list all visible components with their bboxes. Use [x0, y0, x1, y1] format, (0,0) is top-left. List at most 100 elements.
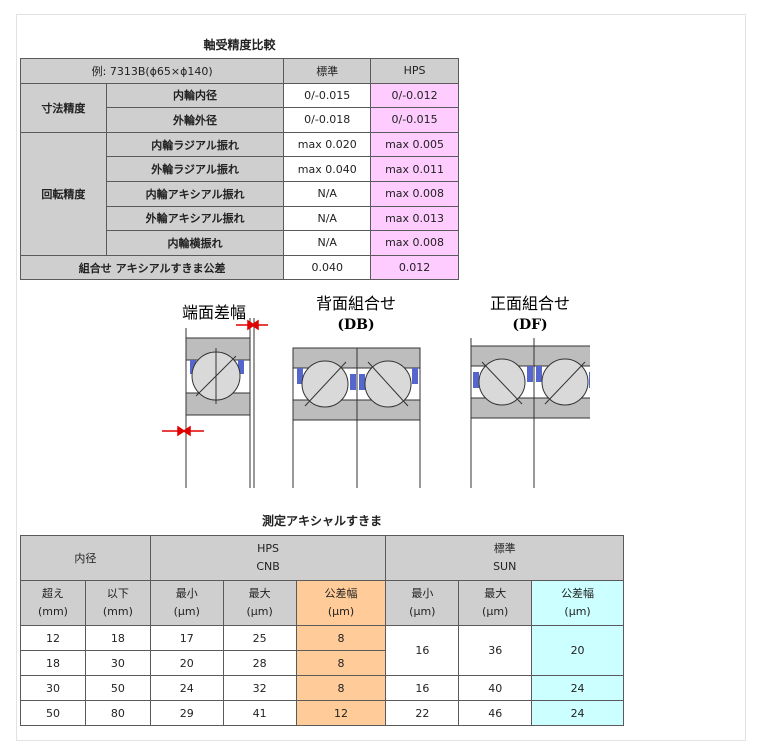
header-example: 例: 7313B(ϕ65×ϕ140)	[19, 58, 285, 84]
subheader-hps-tol: 公差幅 (μm)	[295, 580, 387, 626]
subheader-upto-label: 以下	[106, 587, 129, 600]
cell-std-min: 22	[385, 700, 460, 726]
unit-label: (μm)	[327, 605, 355, 618]
cell-std-min: 16	[385, 625, 460, 676]
std-value: 0/-0.018	[283, 107, 372, 133]
subheader-hps-min: 最小 (μm)	[149, 580, 224, 626]
subheader-tol-label: 公差幅	[324, 587, 358, 600]
table-row: 組合せ アキシアルすきま公差 0.040 0.012	[19, 254, 459, 281]
table-row: 内輪アキシアル振れ N/A max 0.008	[21, 180, 459, 207]
cell-hps-min: 24	[149, 675, 224, 701]
std-value: max 0.020	[283, 131, 372, 158]
cell-over: 18	[20, 650, 86, 676]
cell-over: 50	[20, 700, 86, 726]
header-standard: 標準	[283, 58, 372, 84]
unit-label: (μm)	[246, 605, 273, 618]
df-bearing-pair	[470, 338, 590, 488]
cell-upto: 18	[84, 625, 151, 651]
cell-hps-min: 20	[149, 650, 224, 676]
hps-value: 0/-0.012	[370, 82, 459, 109]
std-value: max 0.040	[283, 156, 372, 182]
header-hps: HPS CNB	[149, 535, 387, 581]
cell-hps-max: 32	[222, 675, 297, 701]
header-hps-label: HPS	[257, 542, 280, 555]
header-standard-sub: SUN	[493, 560, 517, 573]
cell-over: 12	[20, 625, 86, 651]
cell-upto: 80	[84, 700, 151, 726]
group-rotation: 回転精度	[20, 131, 107, 256]
std-value: N/A	[283, 230, 372, 256]
row-label: 外輪ラジアル振れ	[105, 156, 285, 182]
std-value: 0.040	[283, 254, 372, 281]
table-row: 30 50 24 32 8 16 40 24	[20, 675, 624, 701]
cell-hps-min: 29	[149, 700, 224, 726]
cell-hps-max: 25	[222, 625, 297, 651]
cell-hps-tol: 8	[295, 625, 387, 651]
hps-value: max 0.008	[370, 230, 459, 256]
std-value: 0/-0.015	[283, 82, 372, 109]
table-header-row: 内径 HPS CNB 標準 SUN	[20, 535, 624, 581]
subheader-min-label: 最小	[411, 587, 434, 600]
hps-value: 0/-0.015	[370, 107, 459, 133]
table-row: 外輪ラジアル振れ max 0.040 max 0.011	[21, 156, 459, 182]
unit-label: (μm)	[564, 605, 591, 618]
table-row: 回転精度 内輪ラジアル振れ max 0.020 max 0.005	[20, 131, 459, 256]
cell-hps-max: 28	[222, 650, 297, 676]
std-value: N/A	[283, 180, 372, 207]
subheader-over-label: 超え	[41, 587, 64, 600]
label-face-width-diff: 端面差幅	[182, 303, 246, 322]
hps-value: max 0.013	[370, 205, 459, 232]
header-hps: HPS	[370, 58, 459, 84]
cell-upto: 50	[84, 675, 151, 701]
row-label: 内輪アキシアル振れ	[105, 180, 285, 207]
label-db: (DB)	[337, 317, 374, 333]
cell-upto: 30	[84, 650, 151, 676]
hps-value: max 0.005	[370, 131, 459, 158]
header-standard: 標準 SUN	[385, 535, 624, 581]
cell-std-tol: 20	[531, 625, 624, 676]
subheader-std-min: 最小 (μm)	[385, 580, 460, 626]
cell-hps-min: 17	[149, 625, 224, 651]
row-label: 内輪横振れ	[105, 230, 285, 256]
bearing-diagram: 端面差幅 背面組合せ (DB) 正面組合せ (DF)	[162, 294, 590, 488]
label-back-to-back: 背面組合せ	[316, 294, 396, 313]
table1-title: 軸受精度比較	[203, 38, 276, 52]
subheader-hps-max: 最大(μm)	[222, 580, 297, 626]
table-subheader-row: 超え (mm) 以下 (mm) 最小 (μm) 最大 (μm) 公差幅 (μm) 最小 (μ…	[20, 580, 624, 626]
subheader-tol-label: 公差幅	[561, 587, 595, 600]
unit-label: (mm)	[37, 605, 68, 618]
cell-std-tol: 24	[531, 700, 624, 726]
cell-std-max: 36	[458, 625, 533, 676]
table2-title: 測定アキシャルすきま	[261, 514, 382, 528]
table-row: 外輪アキシアル振れ N/A max 0.013	[21, 205, 459, 232]
unit-label: (mm)	[102, 605, 133, 618]
unit-label: (μm)	[482, 605, 509, 618]
axial-clearance-table: 内径 HPS CNB 標準 SUN 超え (mm) 以下 (mm) 最小 (μm) 最…	[20, 535, 624, 726]
table-row: 50 80 29 41 12 22 46 24	[20, 700, 624, 726]
subheader-std-max: 最大 (μm)	[458, 580, 533, 626]
cell-std-tol: 24	[531, 675, 624, 701]
header-hps-sub: CNB	[256, 560, 280, 573]
header-bore: 内径	[20, 535, 151, 581]
single-bearing-drawing	[185, 318, 255, 488]
cell-std-max: 40	[458, 675, 533, 701]
row-label: 内輪内径	[105, 82, 285, 109]
cell-hps-tol: 12	[295, 700, 387, 726]
hps-value: max 0.008	[370, 180, 459, 207]
unit-label: (μm)	[173, 605, 200, 618]
std-value: N/A	[283, 205, 372, 232]
table-row: 寸法精度 内輪内径 0/-0.015 0/-0.012	[20, 82, 459, 133]
subheader-over: 超え (mm)	[20, 580, 86, 626]
subheader-min-label: 最小	[175, 587, 198, 600]
table-row: 12 18 17 25 8 16 36 20	[20, 625, 624, 676]
table-row: 内輪横振れ N/A max 0.008	[21, 230, 459, 256]
subheader-std-tol: 公差幅 (μm)	[531, 580, 624, 626]
hps-value: 0.012	[370, 254, 459, 281]
row-label: 外輪外径	[105, 107, 285, 133]
db-bearing-pair	[292, 347, 421, 488]
cell-std-max: 46	[458, 700, 533, 726]
header-standard-label: 標準	[493, 542, 516, 555]
subheader-max-label: 最大	[484, 587, 507, 600]
unit-label: (μm)	[409, 605, 436, 618]
label-face-to-face: 正面組合せ	[490, 294, 570, 313]
